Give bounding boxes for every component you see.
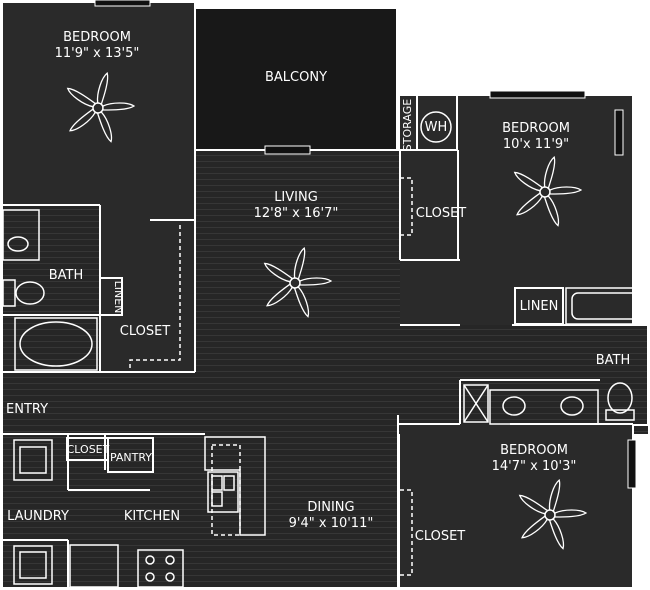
pantry-label: PANTRY [110, 451, 152, 464]
closet-small-label: CLOSET [67, 443, 110, 456]
windows [94, 0, 637, 489]
dining-dims: 9'4" x 10'11" [289, 516, 374, 531]
linen-right-label: LINEN [520, 299, 559, 314]
dining-name: DINING [307, 500, 354, 515]
closet-bottom-right-label: CLOSET [415, 529, 466, 544]
fixtures [2, 209, 647, 588]
storage-label: STORAGE [401, 99, 414, 151]
bath-left-label: BATH [49, 268, 84, 283]
kitchen-label: KITCHEN [124, 509, 180, 524]
balcony-label: BALCONY [265, 70, 327, 85]
water-heater [420, 111, 452, 143]
bedroom-top-right-name: BEDROOM [502, 121, 570, 136]
bedroom-bottom-right-dims: 14'7" x 10'3" [492, 459, 577, 474]
linen-left-label: LINEN [112, 281, 125, 314]
living-dims: 12'8" x 16'7" [254, 206, 339, 221]
bedroom-top-left-dims: 11'9" x 13'5" [55, 46, 140, 61]
bedroom-bottom-right-name: BEDROOM [500, 443, 568, 458]
room-labels: BEDROOM 11'9" x 13'5" BALCONY STORAGE WH… [6, 30, 630, 544]
bath-right-label: BATH [596, 353, 631, 368]
entry-label: ENTRY [6, 402, 48, 417]
bedroom-top-left-name: BEDROOM [63, 30, 131, 45]
closet-small-box [66, 437, 109, 461]
closet-right-top-label: CLOSET [416, 206, 467, 221]
water-heater-label: WH [425, 120, 448, 135]
laundry-label: LAUNDRY [7, 509, 69, 524]
closet-left-label: CLOSET [120, 324, 171, 339]
living-name: LIVING [274, 190, 318, 205]
bedroom-top-right-dims: 10'x 11'9" [503, 137, 569, 152]
